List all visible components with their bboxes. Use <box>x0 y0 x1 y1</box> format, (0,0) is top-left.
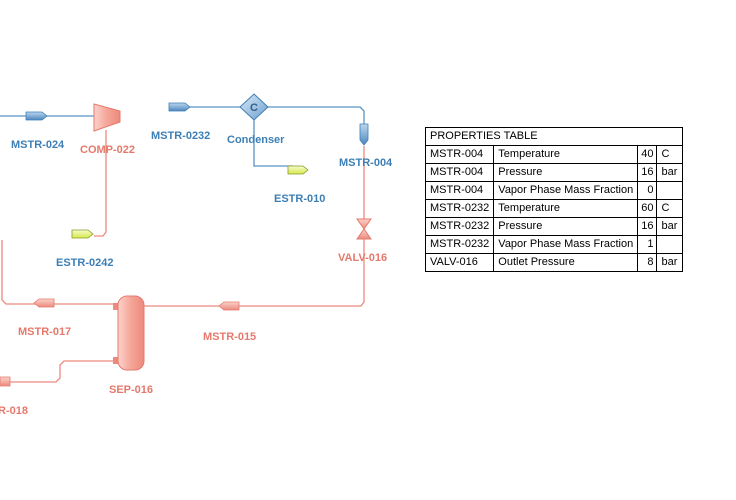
mstr-015-line <box>128 146 365 307</box>
label-sep-016: SEP-016 <box>109 384 153 396</box>
table-row: MSTR-0232 Vapor Phase Mass Fraction 1 <box>424 235 684 254</box>
cell-value: 16 <box>637 217 658 236</box>
cell-stream: MSTR-004 <box>424 163 495 182</box>
cell-unit: C <box>656 145 684 164</box>
label-mstr-0232: MSTR-0232 <box>151 130 210 142</box>
cell-stream: MSTR-0232 <box>424 199 495 218</box>
table-row: MSTR-004 Pressure 16 bar <box>424 163 684 182</box>
cell-stream: MSTR-0232 <box>424 217 495 236</box>
cell-property: Pressure <box>493 163 639 182</box>
cell-stream: MSTR-004 <box>424 145 495 164</box>
label-mstr-024: MSTR-024 <box>11 139 65 151</box>
label-valv-016: VALV-016 <box>338 252 387 264</box>
label-condenser: Condenser <box>227 134 285 146</box>
cell-value: 8 <box>637 253 658 272</box>
estr-0242-arrow <box>71 229 94 239</box>
mstr-024-arrow <box>25 111 48 121</box>
cell-value: 60 <box>637 199 658 218</box>
cell-stream: MSTR-0232 <box>424 235 495 254</box>
cell-property: Vapor Phase Mass Fraction <box>493 181 639 200</box>
valve-valv-016 <box>356 218 372 240</box>
condenser-unit: C <box>239 93 269 121</box>
label-mstr-015: MSTR-015 <box>203 331 256 343</box>
table-row: MSTR-004 Vapor Phase Mass Fraction 0 <box>424 181 684 200</box>
cell-value: 1 <box>637 235 658 254</box>
cell-unit: bar <box>656 163 684 182</box>
cell-unit: C <box>656 199 684 218</box>
cell-property: Temperature <box>493 199 639 218</box>
mstr-004-arrow <box>359 123 369 146</box>
mstr-017-arrow <box>33 298 55 308</box>
condenser-to-mstr-004-line <box>268 106 365 128</box>
label-estr-0242: ESTR-0242 <box>56 257 113 269</box>
cell-property: Vapor Phase Mass Fraction <box>493 235 639 254</box>
estr-0242-line <box>94 130 107 237</box>
stream-lines-red <box>1 115 365 383</box>
cell-stream: VALV-016 <box>424 253 495 272</box>
cell-value: 0 <box>637 181 658 200</box>
table-title: PROPERTIES TABLE <box>424 127 684 146</box>
cell-unit: bar <box>656 217 684 236</box>
cell-unit: bar <box>656 253 684 272</box>
mstr-015-arrow <box>218 301 240 311</box>
table-row: MSTR-004 Temperature 40 C <box>424 145 684 164</box>
cell-property: Temperature <box>493 145 639 164</box>
condenser-symbol: C <box>250 102 258 114</box>
estr-010-arrow <box>287 165 309 175</box>
label-comp-022: COMP-022 <box>80 144 135 156</box>
cell-unit <box>656 235 684 254</box>
mstr-017-line <box>1 240 118 305</box>
compressor-comp-022 <box>93 103 121 132</box>
label-mstr-004: MSTR-004 <box>339 157 393 169</box>
mstr-018-line <box>10 360 118 383</box>
separator-sep-016 <box>113 295 145 371</box>
label-estr-010: ESTR-010 <box>274 193 325 205</box>
label-mstr-018: R-018 <box>0 405 28 417</box>
label-mstr-017: MSTR-017 <box>18 326 71 338</box>
cell-property: Pressure <box>493 217 639 236</box>
mstr-018-arrow <box>0 376 11 387</box>
table-row: VALV-016 Outlet Pressure 8 bar <box>424 253 684 272</box>
cell-stream: MSTR-004 <box>424 181 495 200</box>
cell-value: 40 <box>637 145 658 164</box>
table-row: MSTR-0232 Temperature 60 C <box>424 199 684 218</box>
cell-unit <box>656 181 684 200</box>
table-row: MSTR-0232 Pressure 16 bar <box>424 217 684 236</box>
cell-value: 16 <box>637 163 658 182</box>
cell-property: Outlet Pressure <box>493 253 639 272</box>
properties-table: PROPERTIES TABLE MSTR-004 Temperature 40… <box>424 127 684 272</box>
table-title-row: PROPERTIES TABLE <box>424 127 684 146</box>
mstr-0232-arrow <box>168 102 191 112</box>
